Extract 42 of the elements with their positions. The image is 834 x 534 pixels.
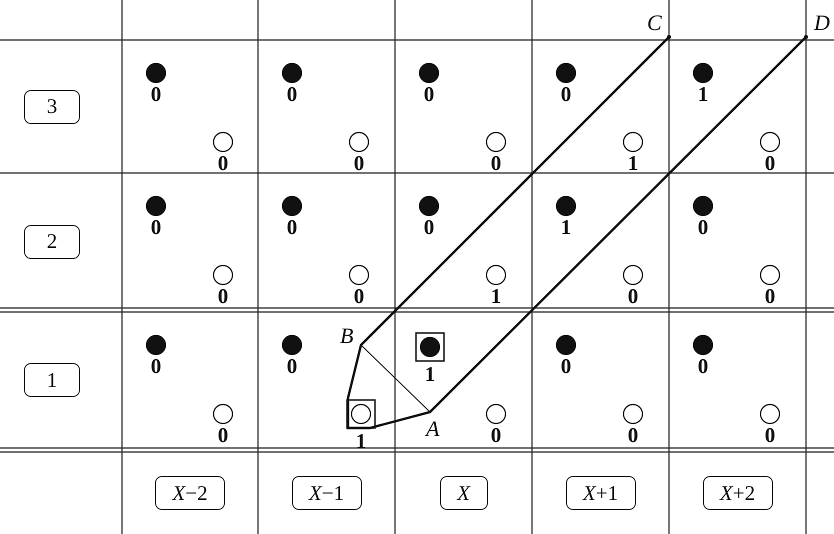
count-number: 1 (424, 364, 436, 384)
count-number: 0 (628, 425, 638, 445)
count-number: 0 (150, 84, 162, 104)
count-number: 1 (560, 217, 572, 237)
count-number: 0 (490, 425, 502, 445)
count-number: 1 (628, 153, 638, 173)
count-number: 0 (424, 84, 434, 104)
count-number: 0 (354, 286, 364, 306)
column-label: X (440, 476, 488, 510)
count-number: 1 (490, 286, 502, 306)
count-number: 0 (218, 286, 228, 306)
row-label: 2 (24, 224, 80, 258)
column-label: X−1 (292, 476, 362, 510)
count-number: 0 (698, 356, 708, 376)
column-label: X+2 (702, 476, 772, 510)
point-label: A (426, 418, 440, 440)
count-number: 0 (286, 84, 298, 104)
count-number: 0 (150, 356, 162, 376)
point-label: D (814, 12, 830, 34)
column-label: X+1 (566, 476, 636, 510)
count-number: 0 (764, 425, 776, 445)
count-number: 0 (286, 356, 298, 376)
count-number: 0 (560, 84, 572, 104)
count-number: 0 (150, 217, 162, 237)
count-number: 0 (424, 217, 434, 237)
column-label: X−2 (155, 476, 225, 510)
count-number: 0 (698, 217, 708, 237)
count-number: 1 (356, 431, 366, 451)
count-number: 0 (490, 153, 502, 173)
count-number: 0 (218, 153, 228, 173)
row-label: 3 (24, 90, 80, 124)
count-number: 0 (764, 286, 776, 306)
point-label: C (647, 12, 662, 34)
point-label: B (340, 325, 354, 347)
count-number: 0 (354, 153, 364, 173)
count-number: 0 (628, 286, 638, 306)
count-number: 1 (698, 84, 708, 104)
row-label: 1 (24, 363, 80, 397)
count-number: 0 (218, 425, 228, 445)
count-number: 0 (286, 217, 298, 237)
count-number: 0 (560, 356, 572, 376)
count-number: 0 (764, 153, 776, 173)
